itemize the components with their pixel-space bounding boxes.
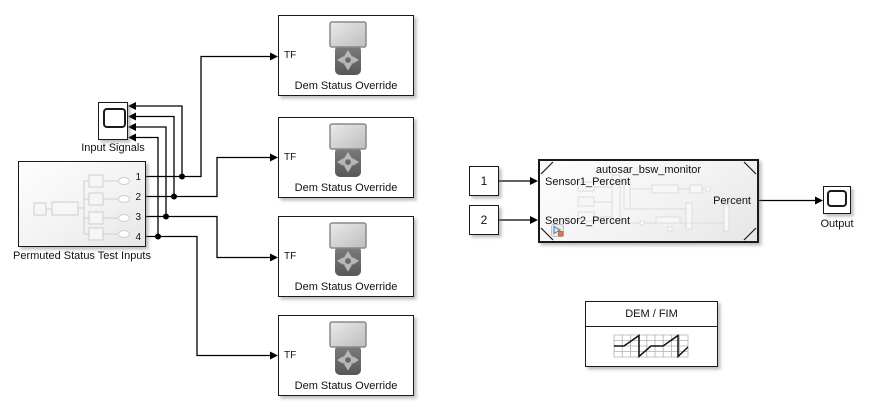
subsystem-preview-icon [33,174,130,241]
dem-status-override-block-2[interactable]: TF Dem Status Override [278,117,414,198]
output-port-label-2: 2 [135,191,141,203]
autosar-bsw-monitor-block[interactable]: autosar_bsw_monitor Sensor1_Percent Sens… [538,159,759,243]
arrowhead-icon [128,123,136,131]
tf-input-port-label: TF [284,50,297,61]
tf-input-port-label: TF [284,350,297,361]
output-port-label-4: 4 [135,231,141,243]
dem-override-device-icon [329,321,367,375]
constant-value: 2 [480,213,488,227]
permuted-status-test-inputs-block[interactable]: 1 2 3 4 [18,161,146,247]
constant-block-2[interactable]: 2 [469,205,499,235]
arrowhead-icon [270,52,278,61]
monitor-title: autosar_bsw_monitor [595,164,702,176]
scope-screen-icon [103,108,126,128]
arrowhead-icon [270,253,278,262]
arrowhead-icon [128,133,136,142]
monitor-outport-label: Percent [713,195,751,207]
input-signals-caption: Input Signals [81,142,145,154]
permuted-block-caption: Permuted Status Test Inputs [13,250,151,262]
arrowhead-icon [530,177,538,185]
dem-block-label: Dem Status Override [294,380,398,392]
signal-wire-port4-to-scope[interactable] [136,136,159,237]
monitor-inport-label-2: Sensor2_Percent [545,215,630,227]
arrowhead-icon [815,196,823,205]
model-reference-badge-icon [551,224,564,237]
constant-block-1[interactable]: 1 [469,166,499,196]
constant-value: 1 [480,174,488,188]
dem-override-device-icon [329,21,367,75]
dem-override-device-icon [329,123,367,177]
signal-wire-port2-to-scope[interactable] [136,115,175,197]
signal-wire-port3-to-scope[interactable] [136,126,167,217]
branch-junction-dot [179,173,185,180]
dem-status-override-block-3[interactable]: TF Dem Status Override [278,216,414,297]
signal-builder-waveform-icon [613,334,689,359]
dem-status-override-block-1[interactable]: TF Dem Status Override [278,15,414,96]
output-port-label-1: 1 [135,171,141,183]
dem-status-override-block-4[interactable]: TF Dem Status Override [278,315,414,396]
arrowhead-icon [128,112,136,121]
signal-wire-port1-to-scope[interactable] [136,105,183,177]
signal-wire-port2-to-dem2[interactable] [146,156,270,198]
input-signals-scope-block[interactable] [98,102,128,140]
dem-block-label: Dem Status Override [294,182,398,194]
signal-wire-port3-to-dem3[interactable] [146,215,270,259]
monitor-inport-label-1: Sensor1_Percent [545,176,630,188]
dem-block-label: Dem Status Override [294,281,398,293]
monitor-preview-icon [540,161,757,241]
output-port-label-3: 3 [135,211,141,223]
branch-junction-dot [163,213,169,220]
dem-fim-title: DEM / FIM [586,302,717,327]
dem-fim-block[interactable]: DEM / FIM [585,301,718,367]
tf-input-port-label: TF [284,251,297,262]
arrowhead-icon [270,351,278,360]
arrowhead-icon [270,153,278,162]
tf-input-port-label: TF [284,152,297,163]
branch-junction-dot [171,193,177,200]
signal-wire-port4-to-dem4[interactable] [146,235,270,357]
output-scope-block[interactable] [823,186,851,214]
branch-junction-dot [155,233,161,240]
dem-override-device-icon [329,222,367,276]
dem-block-label: Dem Status Override [294,80,398,92]
output-scope-caption: Output [820,218,854,230]
scope-screen-icon [827,190,847,207]
arrowhead-icon [128,102,136,110]
arrowhead-icon [530,216,538,224]
